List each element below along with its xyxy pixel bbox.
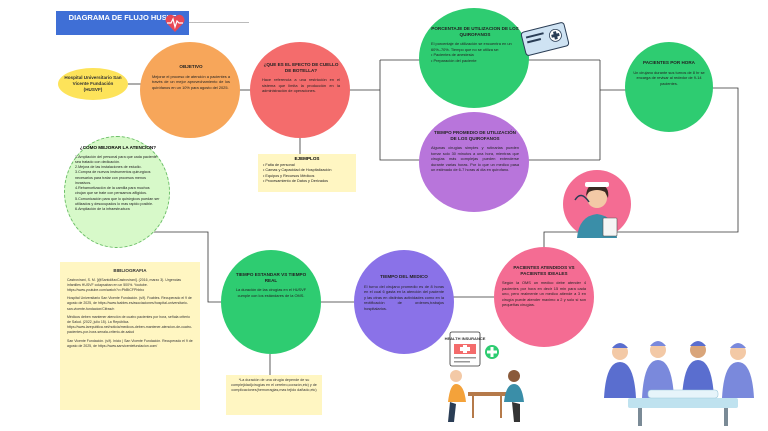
consultation-illustration: HEALTH INSURANCE: [445, 331, 524, 422]
title-divider: [189, 22, 249, 23]
porcentaje-body: El porcentaje de utilización se encuentr…: [431, 41, 512, 52]
pacientes-atendidos-node: PACIENTES ATENDIDOS VS PACIENTES IDEALES…: [494, 247, 594, 347]
ejemplos-item-text: Equipos y Recursos Médicos: [265, 173, 315, 178]
tiempo-estandar-node: TIEMPO ESTANDAR VS TIEMPO REAL La duraci…: [221, 250, 321, 354]
tiempo-medico-node: TIEMPO DEL MEDICO El turno del cirujano …: [354, 250, 454, 354]
tiempo-medico-text: El turno del cirujano promedio es de 8 h…: [364, 283, 444, 311]
objetivo-title: OBJETIVO: [179, 64, 203, 69]
porcentaje-text: El porcentaje de utilización se encuentr…: [431, 41, 519, 63]
ejemplos-title: EJEMPLOS: [294, 156, 320, 161]
pacientes-hora-node: PACIENTES POR HORA Un cirujano durante s…: [625, 42, 713, 132]
bibliografia-note: BIBLIOGRAFIA Castrovirani, S. M. [@Santo…: [60, 262, 200, 410]
tiempo-promedio-node: TIEMPO PROMEDIO DE UTILIZACIÓN DE LOS QU…: [419, 112, 529, 212]
heart-monitor-icon: [165, 14, 185, 32]
tiempo-estandar-text: La duración de las cirugías en el HUSVF …: [235, 287, 307, 298]
porcentaje-bullet-text: Preparación del paciente: [433, 57, 477, 63]
porcentaje-node: PORCENTAJE DE UTILIZACION DE LOS QUIROFA…: [419, 8, 529, 108]
nurse-illustration: [563, 170, 631, 238]
bibliografia-ref: Castrovirani, S. M. [@SantoMaxCastrovira…: [67, 277, 182, 292]
ejemplos-item: • Falta de personal: [263, 162, 295, 167]
mejorar-list: 1.Ampliación del personal para que cada …: [75, 155, 161, 213]
mejorar-item: 6.Ampliación de la infraestructura: [75, 207, 130, 212]
mejorar-item: 4.Rehamortización de la camilla para muc…: [75, 186, 150, 196]
hospital-node: Hospital Universitario San Vicente Funda…: [58, 68, 128, 100]
ejemplos-item: • Equipos y Recursos Médicos: [263, 173, 315, 178]
ejemplos-item-text: Procesamiento de Datos y Derivados: [265, 179, 329, 184]
objetivo-text: Mejorar el proceso de atención a pacient…: [152, 73, 230, 90]
porcentaje-bullet: • Preparación del paciente: [431, 57, 477, 63]
mejorar-item: 3.Compra de nuevos instrumentos quirurgi…: [75, 170, 151, 185]
pacientes-hora-text: Un cirujano durante sus turnos de 8 hr s…: [633, 69, 705, 86]
bibliografia-ref: Médicos deben mantener atención de cuatr…: [67, 315, 193, 335]
pacientes-hora-title: PACIENTES POR HORA: [643, 60, 695, 65]
pacientes-atendidos-text: Según la OMS un medico debe atender 4 pa…: [502, 280, 586, 308]
porcentaje-bullet: • Pacientes de anestesia: [431, 52, 474, 58]
porcentaje-bullet-text: Pacientes de anestesia: [433, 52, 474, 58]
ejemplos-note: EJEMPLOS • Falta de personal • Camas y C…: [258, 154, 356, 192]
porcentaje-title: PORCENTAJE DE UTILIZACION DE LOS QUIROFA…: [431, 26, 519, 37]
hospital-name: Hospital Universitario San Vicente Funda…: [64, 75, 122, 92]
mejorar-atencion-node: ¿COMO MEJORAR LA ATENCION? 1.Ampliación …: [64, 136, 170, 248]
tiempo-medico-title: TIEMPO DEL MEDICO: [380, 274, 428, 279]
ejemplos-item: • Procesamiento de Datos y Derivados: [263, 179, 329, 184]
pacientes-atendidos-title: PACIENTES ATENDIDOS VS PACIENTES IDEALES: [513, 265, 575, 276]
objetivo-node: OBJETIVO Mejorar el proceso de atención …: [140, 42, 240, 138]
bibliografia-ref: San Vicente Fundación. (s/f). Inicio | S…: [67, 338, 193, 348]
insurance-card-icon: [520, 22, 570, 56]
health-card-title: HEALTH INSURANCE: [445, 336, 486, 341]
tiempo-promedio-text: Algunas cirugías simples y rutinarias pu…: [431, 145, 519, 173]
tiempo-estandar-title: TIEMPO ESTANDAR VS TIEMPO REAL: [235, 272, 307, 283]
duracion-note: *La duración de una cirugía depende de s…: [226, 375, 322, 415]
ejemplos-list: • Falta de personal • Camas y Capacidad …: [263, 163, 351, 185]
efecto-node: ¿QUE ES EL EFECTO DE CUELLO DE BOTELLA? …: [250, 42, 350, 138]
efecto-text: Hace referencia a una restricción en el …: [262, 77, 340, 94]
mejorar-item: 5.Comunicación para que lo quirúrgicos p…: [75, 196, 160, 206]
surgeon-figures: [604, 341, 754, 398]
mejorar-item: 2.Mejora de las instalaciones de estudio…: [75, 165, 142, 170]
ejemplos-item: • Camas y Capacidad de Hospitalización: [263, 168, 332, 173]
bibliografia-title: BIBLIOGRAFIA: [113, 268, 147, 273]
mejorar-title: ¿COMO MEJORAR LA ATENCION?: [79, 145, 157, 150]
ejemplos-item-text: Camas y Capacidad de Hospitalización: [265, 168, 332, 173]
mejorar-item: 1.Ampliación del personal para que cada …: [75, 154, 157, 164]
diagram-title-text: DIAGRAMA DE FLUJO HUSVF: [68, 13, 177, 22]
ejemplos-item-text: Falta de personal: [265, 162, 295, 167]
efecto-title: ¿QUE ES EL EFECTO DE CUELLO DE BOTELLA?: [263, 62, 339, 73]
bibliografia-ref: Hospital Universitario San Vicente Funda…: [67, 296, 192, 311]
surgery-team-illustration: [604, 341, 754, 426]
tiempo-promedio-title: TIEMPO PROMEDIO DE UTILIZACIÓN DE LOS QU…: [434, 130, 516, 141]
